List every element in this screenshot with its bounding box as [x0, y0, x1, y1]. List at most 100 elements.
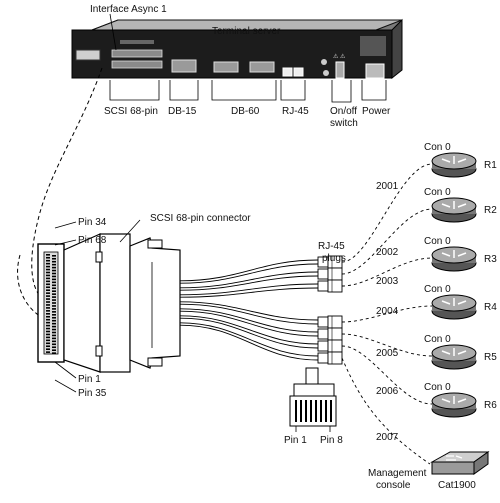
connector-pin: [46, 318, 50, 321]
connector-pin: [52, 266, 56, 269]
pin-35-label: Pin 35: [78, 388, 107, 399]
connector-pin: [46, 254, 50, 256]
plug-contact: [320, 400, 322, 422]
connector-pin: [46, 315, 50, 318]
console-port-label: Con 0: [424, 284, 451, 295]
connector-pin: [52, 316, 56, 319]
pin-1-label: Pin 1: [78, 374, 101, 385]
rj45-label: RJ-45: [282, 106, 309, 117]
scsi-port-1: [111, 49, 163, 58]
plug-contact: [295, 400, 297, 422]
console-link: [341, 208, 433, 275]
router-name: R5: [484, 352, 497, 363]
connector-pin: [52, 314, 56, 316]
rj45-plugs-label-1: RJ-45: [318, 241, 345, 252]
connector-pin: [52, 308, 56, 310]
cat1900-label: Cat1900: [438, 480, 476, 491]
db15-port: [171, 59, 197, 73]
rj45-plugs-label-2: plugs: [322, 253, 346, 264]
connector-pin: [52, 349, 56, 351]
connector-pin: [46, 348, 50, 350]
rj45-plug-head: [327, 279, 343, 293]
db60-label: DB-60: [231, 106, 260, 117]
line-number-label: 2001: [376, 181, 399, 192]
dashed-cable-top: [31, 67, 103, 301]
line-number-label: 2006: [376, 386, 399, 397]
connector-pin: [52, 293, 56, 295]
connector-pin: [46, 268, 50, 271]
router-r3: R3 Con 0: [424, 236, 497, 272]
connector-pin: [46, 345, 50, 348]
connector-pin: [52, 290, 56, 292]
rj45-plug: [317, 316, 329, 328]
router-name: R4: [484, 302, 497, 313]
connector-pin: [46, 292, 50, 294]
connector-pin: [46, 333, 50, 336]
scsi-68-pin-label: SCSI 68-pin: [104, 106, 158, 117]
cable-wire: [179, 303, 319, 325]
on-off-label: On/off: [330, 106, 357, 117]
connector-pin: [46, 336, 50, 339]
rj45-plug: [317, 268, 329, 280]
cable-wire: [179, 271, 319, 289]
connector-pin: [46, 327, 50, 330]
router-name: R1: [484, 160, 497, 171]
console-link: [341, 163, 433, 263]
router-r6: R6 Con 0: [424, 382, 497, 418]
rj45-plugs: [317, 255, 343, 365]
scsi-68-pin-connector: [37, 233, 181, 373]
console-port-label: Con 0: [424, 382, 451, 393]
power-label: Power: [362, 106, 391, 117]
db60-port-1: [213, 61, 239, 73]
terminal-server: ⚠ ⚠: [71, 18, 403, 80]
cable-wire: [179, 287, 319, 298]
console-link: [341, 333, 433, 357]
rj45-plug-head: [327, 339, 343, 353]
console-link: [341, 257, 433, 287]
db15-label: DB-15: [168, 106, 197, 117]
console-label: console: [376, 480, 411, 491]
connector-pin: [52, 255, 56, 257]
connector-pin: [52, 346, 56, 349]
connector-pin: [52, 328, 56, 331]
cable-bundle: [179, 259, 319, 361]
connector-pin: [52, 284, 56, 287]
console-port-label: Con 0: [424, 187, 451, 198]
connector-pin: [46, 321, 50, 324]
connector-pin: [46, 286, 50, 289]
rj45-plug-head: [327, 315, 343, 329]
connector-pin: [52, 352, 56, 354]
connector-pin: [46, 277, 50, 280]
connector-pin: [46, 259, 50, 262]
connector-pin: [46, 265, 50, 268]
cable-wire: [179, 324, 319, 361]
router-name: R6: [484, 400, 497, 411]
rj45-plug: [317, 340, 329, 352]
connector-pin: [46, 330, 50, 333]
scsi-connector-label: SCSI 68-pin connector: [150, 213, 251, 224]
connector-pin: [52, 340, 56, 343]
connector-pin: [46, 301, 50, 303]
plug-contact: [330, 400, 332, 422]
connector-pin: [52, 263, 56, 266]
connector-pin: [46, 342, 50, 345]
connector-pin: [52, 281, 56, 284]
connector-pin: [52, 275, 56, 278]
scsi-port-2: [111, 60, 163, 69]
cable-wire: [179, 259, 319, 282]
rj45-port-2: [293, 67, 304, 77]
rj45-plug-detail: [289, 367, 337, 427]
router-name: R3: [484, 254, 497, 265]
connector-pin: [46, 339, 50, 342]
cable-wire: [179, 315, 319, 345]
connector-pin: [52, 299, 56, 301]
plug-pin-8-label: Pin 8: [320, 435, 343, 446]
connector-pin: [46, 274, 50, 277]
connector-pin: [46, 280, 50, 283]
connector-pin: [52, 278, 56, 281]
console-port-label: Con 0: [424, 236, 451, 247]
rj45-plug: [317, 280, 329, 292]
rj45-plug: [317, 328, 329, 340]
